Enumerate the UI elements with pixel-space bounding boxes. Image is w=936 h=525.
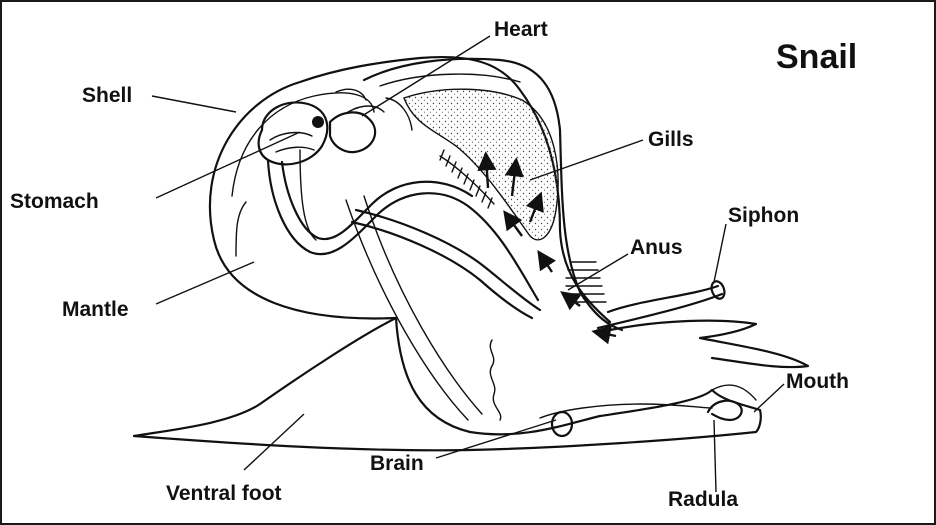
nerve-cord bbox=[346, 196, 482, 420]
ventral-foot-outline bbox=[134, 318, 761, 450]
label-shell: Shell bbox=[82, 84, 132, 107]
label-heart: Heart bbox=[494, 18, 548, 41]
label-mantle: Mantle bbox=[62, 298, 129, 321]
label-ventral-foot: Ventral foot bbox=[166, 482, 282, 505]
label-radula: Radula bbox=[668, 488, 738, 511]
salivary-gland bbox=[490, 340, 500, 420]
label-brain: Brain bbox=[370, 452, 424, 475]
label-gills: Gills bbox=[648, 128, 694, 151]
heart-stomach-cluster bbox=[259, 89, 412, 164]
inner-tube-right bbox=[356, 210, 540, 310]
tentacles bbox=[610, 321, 808, 367]
label-mouth: Mouth bbox=[786, 370, 849, 393]
label-stomach: Stomach bbox=[10, 190, 99, 213]
label-anus: Anus bbox=[630, 236, 683, 259]
mouth-radula bbox=[708, 401, 742, 420]
label-siphon: Siphon bbox=[728, 204, 799, 227]
diagram-title: Snail bbox=[776, 38, 857, 76]
